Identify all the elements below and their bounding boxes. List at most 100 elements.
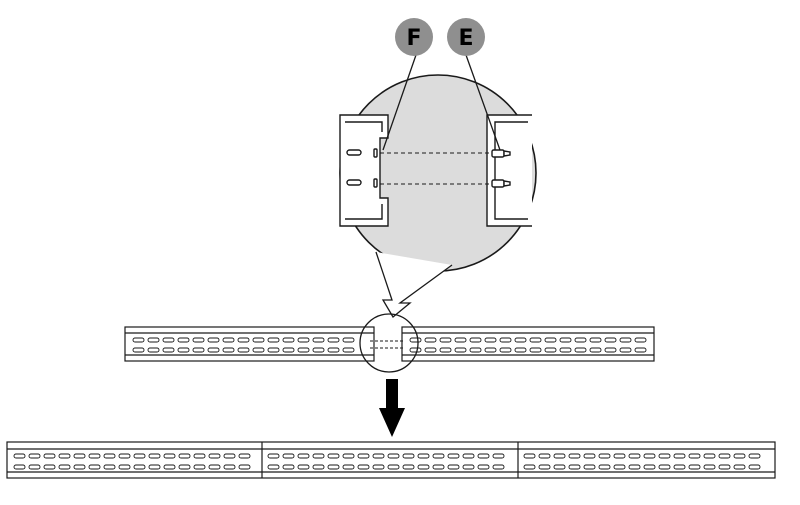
rail-slot (544, 347, 557, 353)
rail-slot (492, 464, 505, 470)
rail-slot (312, 453, 325, 459)
rail-slot (342, 453, 355, 459)
rail-slot (222, 337, 235, 343)
rail-slot (402, 464, 415, 470)
rail-slot (103, 453, 116, 459)
rail-slot (103, 464, 116, 470)
rail-slot (658, 453, 671, 459)
rail-slot (148, 453, 161, 459)
rail-slot (454, 337, 467, 343)
rail-slot (634, 347, 647, 353)
rail-slot (514, 347, 527, 353)
rail-slot (718, 464, 731, 470)
rail-slot (643, 453, 656, 459)
rail-slot (613, 453, 626, 459)
rail-slot (372, 453, 385, 459)
rail-slot (238, 453, 251, 459)
rail-slot (604, 337, 617, 343)
rail-slot (598, 464, 611, 470)
rail-slot (477, 464, 490, 470)
rail-slot (628, 464, 641, 470)
rail-slot (514, 337, 527, 343)
rail-slot (484, 347, 497, 353)
rail-slot (133, 464, 146, 470)
rail-slot (297, 347, 310, 353)
rail-slot (447, 453, 460, 459)
rail-slot (454, 347, 467, 353)
rail-slot (73, 453, 86, 459)
rail-slot (718, 453, 731, 459)
rail-slot (88, 453, 101, 459)
rail-pair-slots (132, 337, 647, 353)
rail-slot (267, 337, 280, 343)
rail-slot (327, 347, 340, 353)
rail-slot (58, 453, 71, 459)
rail-slot (409, 337, 422, 343)
rail-slot (282, 347, 295, 353)
rail-slot (583, 464, 596, 470)
rail-slot (484, 337, 497, 343)
rail-slot (417, 464, 430, 470)
rail-slot (628, 453, 641, 459)
rail-slot (178, 464, 191, 470)
rail-slot (58, 464, 71, 470)
rail-slot (447, 464, 460, 470)
rail-slot (193, 464, 206, 470)
rail-slot (529, 347, 542, 353)
rail-slot (499, 337, 512, 343)
rail-slot (559, 347, 572, 353)
rail-slot (28, 453, 41, 459)
screw-bottom (491, 179, 511, 188)
rail-slot (523, 464, 536, 470)
rail-slot (604, 347, 617, 353)
assembled-rail (6, 441, 776, 479)
rail-slot (132, 337, 145, 343)
rail-slot (223, 453, 236, 459)
magnified-detail (339, 74, 537, 272)
rail-slot (439, 347, 452, 353)
rail-slot (162, 347, 175, 353)
rail-slot (282, 464, 295, 470)
assembled-rail-slots (13, 453, 761, 470)
rail-slot (424, 347, 437, 353)
rail-slot (598, 453, 611, 459)
rail-slot (619, 337, 632, 343)
rail-slot (559, 337, 572, 343)
rail-slot (538, 464, 551, 470)
rail-slot (409, 347, 422, 353)
rail-slot (492, 453, 505, 459)
rail-slot (643, 464, 656, 470)
rail-slot (223, 464, 236, 470)
rail-slot (238, 464, 251, 470)
rail-slot (417, 453, 430, 459)
rail-slot (177, 347, 190, 353)
rail-slot (499, 347, 512, 353)
rail-slot (733, 453, 746, 459)
rail-slot (469, 347, 482, 353)
rail-slot (589, 337, 602, 343)
rail-slot (282, 337, 295, 343)
zoom-pointer (375, 251, 453, 318)
screw-top (491, 149, 511, 158)
callout-f: F (382, 18, 433, 151)
rail-left (124, 326, 375, 362)
rail-slot (748, 453, 761, 459)
badge-e (447, 18, 485, 56)
rail-slot (163, 464, 176, 470)
rail-slot (477, 453, 490, 459)
rail-slot (372, 464, 385, 470)
rail-slot (133, 453, 146, 459)
rail-slot (673, 453, 686, 459)
left-rail-end-zoom (339, 114, 389, 227)
rail-slot (147, 337, 160, 343)
rail-slot (424, 337, 437, 343)
rail-slot (462, 464, 475, 470)
rail-slot (469, 337, 482, 343)
rail-slot (402, 453, 415, 459)
rail-slot (88, 464, 101, 470)
rail-slot (733, 464, 746, 470)
rail-slot (553, 453, 566, 459)
rail-slot (267, 464, 280, 470)
rail-right (401, 326, 655, 362)
rail-slot (282, 453, 295, 459)
